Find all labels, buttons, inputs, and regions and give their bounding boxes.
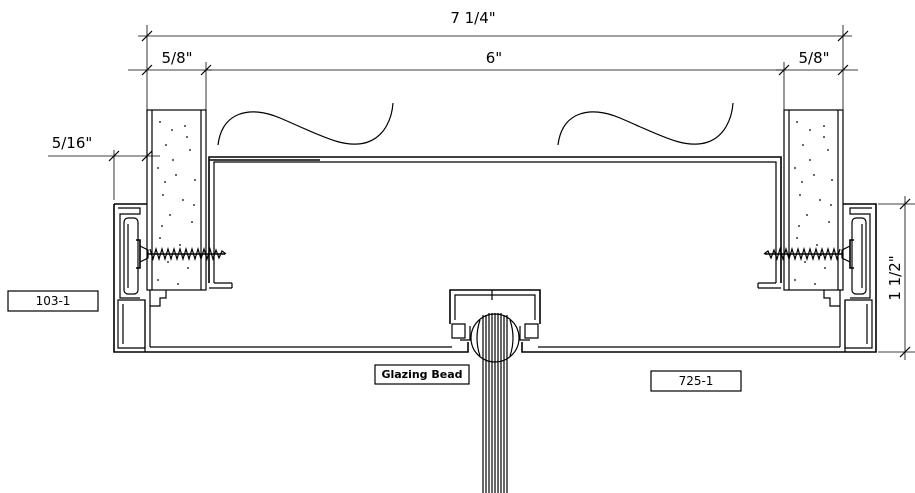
dimension-left-panel: 5/8" [128,49,212,160]
dimension-right-panel: 5/8" [776,49,858,76]
dimension-left-panel-text: 5/8" [161,49,192,67]
dimension-height: 1 1/2" [878,196,915,360]
label-glazing-bead-text: Glazing Bead [381,368,462,381]
label-725-1: 725-1 [650,370,742,392]
label-103-1-text: 103-1 [36,294,71,308]
label-725-1-text: 725-1 [679,374,714,388]
label-glazing-bead: Glazing Bead [374,364,470,385]
label-103-1: 103-1 [7,290,99,312]
inner-channel [208,156,782,289]
dimension-offset-text: 5/16" [52,134,93,152]
center-mullion [449,289,541,353]
left-screw [136,239,227,269]
right-screw [763,239,854,269]
left-insulated-panel [146,109,207,291]
dimension-height-text: 1 1/2" [886,255,904,300]
right-frame-extrusion [530,203,877,353]
left-frame-extrusion [113,203,460,353]
dimension-right-panel-text: 5/8" [798,49,829,67]
dimension-overall-width-text: 7 1/4" [450,9,495,27]
dimension-offset: 5/16" [48,134,160,200]
break-lines [217,102,734,146]
glass-lite [482,313,508,493]
dimension-inner-width-text: 6" [486,49,502,67]
right-insulated-panel [783,109,844,291]
